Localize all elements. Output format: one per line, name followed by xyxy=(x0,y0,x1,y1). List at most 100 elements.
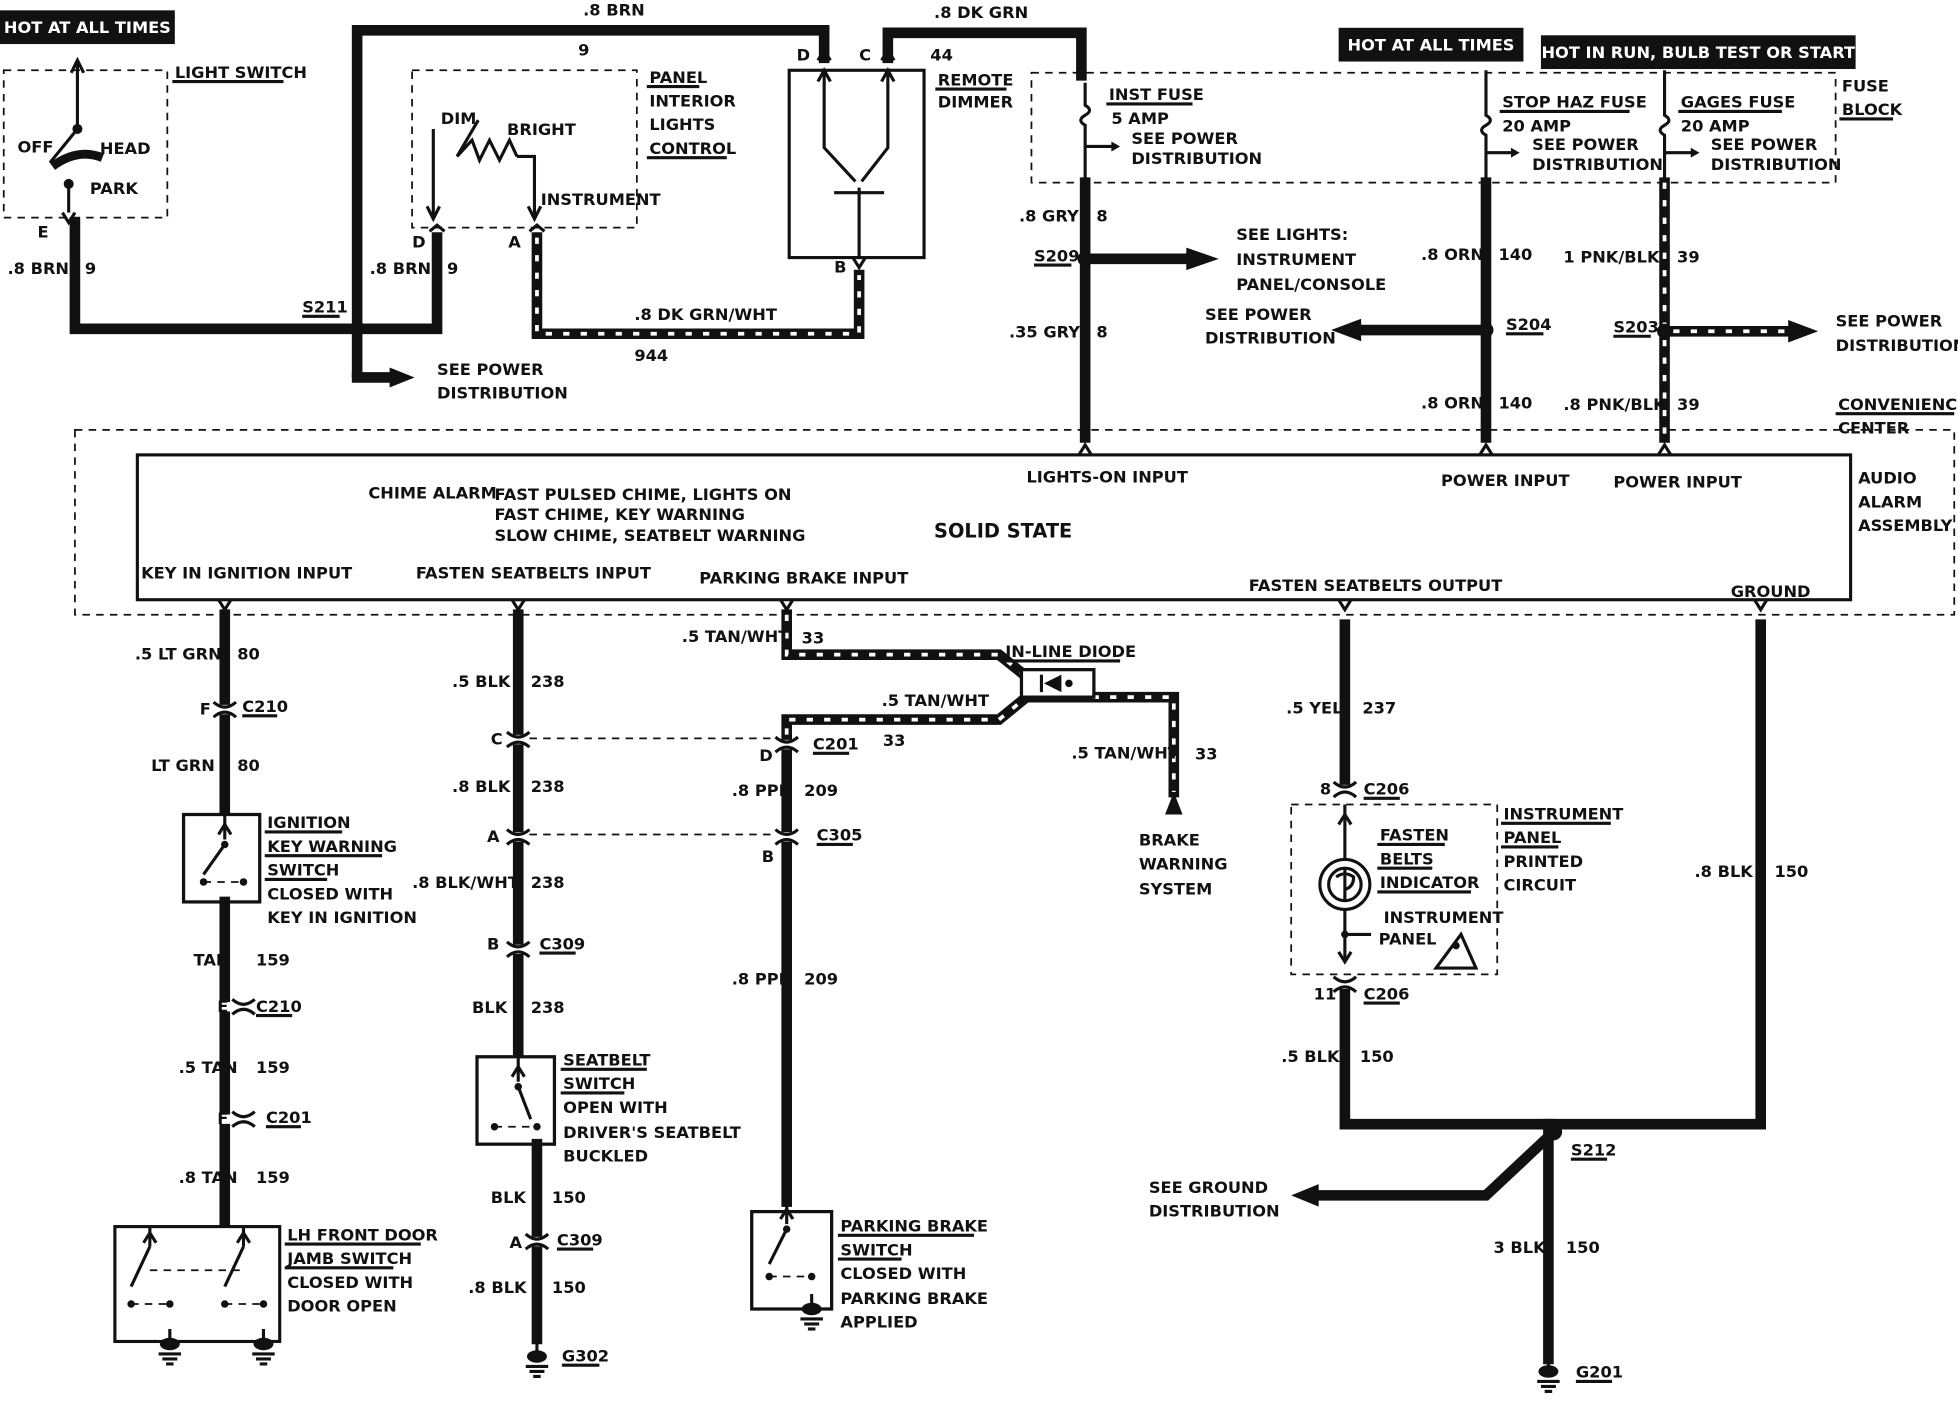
svg-text:INSTRUMENT: INSTRUMENT xyxy=(541,190,661,209)
svg-text:D: D xyxy=(797,45,810,64)
svg-text:PARKING BRAKE: PARKING BRAKE xyxy=(840,1289,988,1308)
svg-text:944: 944 xyxy=(634,346,668,365)
svg-text:LT GRN: LT GRN xyxy=(151,756,215,775)
gages-fuse: GAGES FUSE 20 AMP SEE POWER DISTRIBUTION xyxy=(1658,70,1842,186)
svg-text:DISTRIBUTION: DISTRIBUTION xyxy=(1131,149,1262,168)
svg-text:CLOSED WITH: CLOSED WITH xyxy=(267,884,393,903)
svg-text:8: 8 xyxy=(1096,322,1107,341)
svg-text:S212: S212 xyxy=(1571,1140,1617,1159)
svg-text:IGNITION: IGNITION xyxy=(267,813,350,832)
svg-text:.5 BLK: .5 BLK xyxy=(1281,1047,1341,1066)
badge-hot-in-run: HOT IN RUN, BULB TEST OR START xyxy=(1540,35,1856,70)
svg-text:APPLIED: APPLIED xyxy=(840,1313,917,1332)
svg-text:150: 150 xyxy=(1566,1238,1600,1257)
connector-a-pin: A xyxy=(487,827,775,847)
svg-text:BLK: BLK xyxy=(491,1188,528,1207)
svg-text:DISTRIBUTION: DISTRIBUTION xyxy=(1149,1202,1280,1221)
svg-text:S211: S211 xyxy=(302,298,348,317)
wire-blk-150-right: .5 BLK 150 .8 BLK 150 3 BLK 150 xyxy=(1281,619,1808,1365)
svg-text:C210: C210 xyxy=(256,997,302,1016)
svg-text:LIGHT SWITCH: LIGHT SWITCH xyxy=(175,63,307,82)
svg-text:238: 238 xyxy=(531,998,565,1017)
wire-gry-8: .8 GRY 8 .35 GRY 8 xyxy=(1009,177,1108,443)
ground-g201: G201 xyxy=(1535,1354,1623,1393)
svg-text:80: 80 xyxy=(237,645,260,664)
svg-text:POWER INPUT: POWER INPUT xyxy=(1613,472,1742,491)
brake-warning-system: BRAKE WARNING SYSTEM xyxy=(1139,792,1228,898)
svg-text:CHIME ALARM–: CHIME ALARM– xyxy=(368,484,505,503)
wire-blk-150-left: BLK 150 .8 BLK 150 xyxy=(468,1138,586,1345)
svg-text:.8 BRN: .8 BRN xyxy=(370,259,432,278)
svg-text:.8 BRN: .8 BRN xyxy=(7,259,69,278)
inst-fuse: INST FUSE 5 AMP SEE POWER DISTRIBUTION xyxy=(1079,82,1262,186)
svg-text:DISTRIBUTION: DISTRIBUTION xyxy=(1836,336,1958,355)
svg-text:S209: S209 xyxy=(1034,246,1080,265)
svg-text:11: 11 xyxy=(1314,984,1337,1003)
svg-text:INTERIOR: INTERIOR xyxy=(649,91,736,110)
connector-c305: B C305 xyxy=(762,826,863,866)
splice-s212: S212 SEE GROUND DISTRIBUTION xyxy=(1149,1122,1617,1221)
svg-text:INSTRUMENT: INSTRUMENT xyxy=(1384,908,1504,927)
svg-text:S203: S203 xyxy=(1613,318,1659,337)
svg-text:KEY WARNING: KEY WARNING xyxy=(267,837,397,856)
svg-text:TAN: TAN xyxy=(194,951,230,970)
audio-alarm-assembly: AUDIO ALARM ASSEMBLY SOLID STATE CHIME A… xyxy=(135,441,1953,613)
svg-text:JAMB SWITCH: JAMB SWITCH xyxy=(286,1249,412,1268)
svg-text:SWITCH: SWITCH xyxy=(267,861,339,880)
svg-text:SWITCH: SWITCH xyxy=(840,1240,912,1259)
svg-text:STOP HAZ FUSE: STOP HAZ FUSE xyxy=(1502,93,1647,112)
svg-text:.8 BLK: .8 BLK xyxy=(1695,862,1755,881)
svg-text:9: 9 xyxy=(578,40,589,59)
connector-c206-11: 11 C206 xyxy=(1314,975,1409,1005)
svg-text:3 BLK: 3 BLK xyxy=(1493,1238,1547,1257)
svg-text:E: E xyxy=(37,223,48,242)
connector-c206-8: 8 C206 xyxy=(1320,780,1410,800)
convenience-center: CONVENIENCE CENTER xyxy=(74,395,1958,616)
svg-text:D: D xyxy=(412,233,425,252)
svg-text:WARNING: WARNING xyxy=(1139,854,1228,873)
svg-text:.8 ORN: .8 ORN xyxy=(1421,245,1484,264)
svg-text:POWER INPUT: POWER INPUT xyxy=(1441,471,1570,490)
svg-text:B: B xyxy=(834,258,846,277)
svg-text:INSTRUMENT: INSTRUMENT xyxy=(1503,805,1623,824)
svg-text:DISTRIBUTION: DISTRIBUTION xyxy=(1532,155,1663,174)
ignition-key-warning-switch: IGNITION KEY WARNING SWITCH CLOSED WITH … xyxy=(181,812,417,927)
svg-text:.8 ORN: .8 ORN xyxy=(1421,394,1484,413)
svg-text:.8 DK GRN: .8 DK GRN xyxy=(934,3,1028,22)
svg-text:C201: C201 xyxy=(813,735,859,754)
svg-text:ALARM: ALARM xyxy=(1858,492,1922,511)
svg-text:C309: C309 xyxy=(539,934,585,953)
svg-text:39: 39 xyxy=(1677,248,1700,267)
connector-c201-f: F C201 xyxy=(217,1108,312,1129)
remote-dimmer: REMOTE DIMMER B xyxy=(787,67,1014,277)
svg-text:159: 159 xyxy=(256,1168,290,1187)
wire-yel-237: .5 YEL 237 xyxy=(1286,619,1396,785)
parking-brake-switch: PARKING BRAKE SWITCH CLOSED WITH PARKING… xyxy=(750,1201,988,1332)
svg-text:A: A xyxy=(487,827,500,846)
wire-lt-grn-80: .5 LT GRN 80 LT GRN 80 xyxy=(135,609,260,820)
splice-s211: S211 SEE POWER DISTRIBUTION xyxy=(302,298,568,403)
svg-text:C: C xyxy=(859,45,871,64)
svg-text:FAST PULSED CHIME, LIGHTS ON: FAST PULSED CHIME, LIGHTS ON xyxy=(494,485,791,504)
wire-dkgrn-44: C .8 DK GRN 44 xyxy=(859,3,1087,81)
svg-text:OFF: OFF xyxy=(17,138,53,157)
svg-text:C309: C309 xyxy=(557,1230,603,1249)
svg-text:209: 209 xyxy=(804,781,838,800)
svg-text:9: 9 xyxy=(447,259,458,278)
svg-text:SEE POWER: SEE POWER xyxy=(1836,311,1943,330)
svg-text:C206: C206 xyxy=(1364,780,1410,799)
svg-text:.8 BRN: .8 BRN xyxy=(583,0,645,19)
svg-text:INSTRUMENT: INSTRUMENT xyxy=(1236,250,1356,269)
svg-text:SEE POWER: SEE POWER xyxy=(1532,135,1639,154)
svg-text:C: C xyxy=(491,730,503,749)
ground-g302: G302 xyxy=(524,1339,609,1378)
svg-text:FASTEN SEATBELTS OUTPUT: FASTEN SEATBELTS OUTPUT xyxy=(1249,576,1503,595)
wire-dkgrn-wht-944: .8 DK GRN/WHT 944 xyxy=(531,232,865,365)
svg-text:.5 YEL: .5 YEL xyxy=(1286,698,1342,717)
svg-text:PARK: PARK xyxy=(90,179,139,198)
svg-text:159: 159 xyxy=(256,1058,290,1077)
stop-haz-fuse: STOP HAZ FUSE 20 AMP SEE POWER DISTRIBUT… xyxy=(1480,70,1663,186)
svg-text:OPEN WITH: OPEN WITH xyxy=(563,1098,668,1117)
svg-text:HOT IN RUN, BULB TEST OR START: HOT IN RUN, BULB TEST OR START xyxy=(1541,43,1855,62)
